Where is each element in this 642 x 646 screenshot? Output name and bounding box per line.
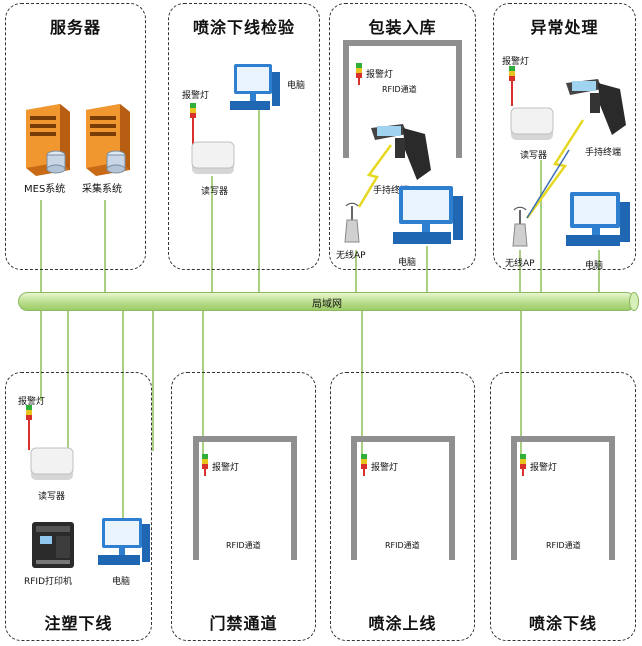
pc-icon	[566, 192, 630, 246]
pc-label: 电脑	[112, 577, 131, 587]
alarm-label: 报警灯	[366, 70, 394, 80]
rfid-channel-label: RFID通道	[385, 541, 420, 550]
alarm-light-icon	[509, 66, 515, 106]
group-packing	[329, 3, 476, 270]
printer-label: RFID打印机	[24, 577, 73, 587]
pc-icon	[230, 64, 280, 110]
link-paint-off	[520, 311, 522, 456]
rfid-gate	[351, 436, 455, 560]
alarm-label: 报警灯	[212, 463, 240, 473]
reader-label: 读写器	[520, 151, 548, 161]
group-exception-title: 异常处理	[530, 18, 599, 37]
group-exception	[493, 3, 636, 270]
wireless-signal-icon	[525, 119, 585, 219]
link-paint-check-reader	[211, 176, 213, 292]
mes-label: MES系统	[24, 184, 66, 195]
wireless-signal-icon	[357, 144, 393, 208]
group-injection	[5, 372, 152, 641]
lan-bus: 局域网	[18, 292, 639, 311]
link-inj-reader	[67, 311, 69, 451]
pc-label: 电脑	[585, 261, 604, 271]
alarm-label: 报警灯	[371, 463, 399, 473]
reader-label: 读写器	[38, 492, 66, 502]
rfid-channel-label: RFID通道	[226, 541, 261, 550]
pc-icon	[393, 186, 463, 244]
group-paint-online-title: 喷涂上线	[368, 614, 437, 633]
alarm-label: 报警灯	[182, 91, 210, 101]
link-access	[202, 311, 204, 456]
printer-icon	[32, 522, 74, 568]
alarm-light-icon	[26, 405, 32, 450]
group-access-title: 门禁通道	[209, 614, 278, 633]
group-paint-offline-check-title: 喷涂下线检验	[192, 18, 295, 37]
pc-label: 电脑	[287, 81, 306, 91]
collect-server-icon	[86, 104, 130, 176]
reader-icon	[191, 141, 235, 174]
alarm-light-icon	[356, 63, 362, 85]
ap-label: 无线AP	[336, 251, 366, 261]
group-paint-offline-title: 喷涂下线	[528, 614, 597, 633]
group-servers	[5, 3, 146, 270]
reader-icon	[510, 107, 554, 140]
handheld-icon	[371, 124, 431, 180]
lan-label: 局域网	[312, 299, 342, 310]
link-exc-ap	[519, 250, 521, 292]
link-exc-reader	[540, 160, 542, 292]
reader-icon	[30, 447, 74, 480]
link-mes	[40, 200, 42, 292]
ap-icon	[512, 206, 528, 247]
group-paint-offline-check	[168, 3, 320, 270]
link-paint-on	[361, 311, 363, 456]
group-paint-online	[330, 372, 475, 641]
group-paint-offline	[490, 372, 636, 641]
pc-label: 电脑	[398, 258, 417, 268]
handheld-label: 手持终端	[585, 148, 622, 158]
reader-label: 读写器	[201, 187, 229, 197]
link-paint-check-pc	[258, 110, 260, 292]
group-packing-title: 包装入库	[368, 18, 437, 37]
mes-server-icon	[26, 104, 70, 176]
alarm-label: 报警灯	[530, 463, 558, 473]
alarm-light-icon	[520, 454, 526, 476]
alarm-label: 报警灯	[18, 397, 46, 407]
link-inj-alarm	[40, 311, 42, 401]
alarm-light-icon	[361, 454, 367, 476]
handheld-icon	[566, 79, 626, 135]
link-pack-ap	[355, 250, 357, 292]
rfid-channel-label: RFID通道	[546, 541, 581, 550]
pc-icon	[98, 518, 150, 565]
alarm-label: 报警灯	[502, 57, 530, 67]
rfid-gate	[343, 40, 462, 158]
link-exc-pc	[598, 250, 600, 292]
group-access	[171, 372, 316, 641]
link-inj-extra	[152, 311, 154, 451]
rfid-channel-label: RFID通道	[382, 85, 417, 94]
handheld-label: 手持终端	[373, 186, 410, 196]
link-collect	[104, 200, 106, 292]
link-inj-pc	[122, 311, 124, 521]
rfid-gate	[511, 436, 615, 560]
ap-label: 无线AP	[505, 259, 535, 269]
rfid-gate	[193, 436, 297, 560]
alarm-light-icon	[202, 454, 208, 476]
collect-label: 采集系统	[82, 184, 122, 195]
lan-bus-cap	[629, 292, 639, 311]
ap-icon	[344, 202, 360, 243]
alarm-light-icon	[190, 103, 196, 153]
group-servers-title: 服务器	[49, 18, 101, 37]
group-injection-title: 注塑下线	[44, 614, 113, 633]
